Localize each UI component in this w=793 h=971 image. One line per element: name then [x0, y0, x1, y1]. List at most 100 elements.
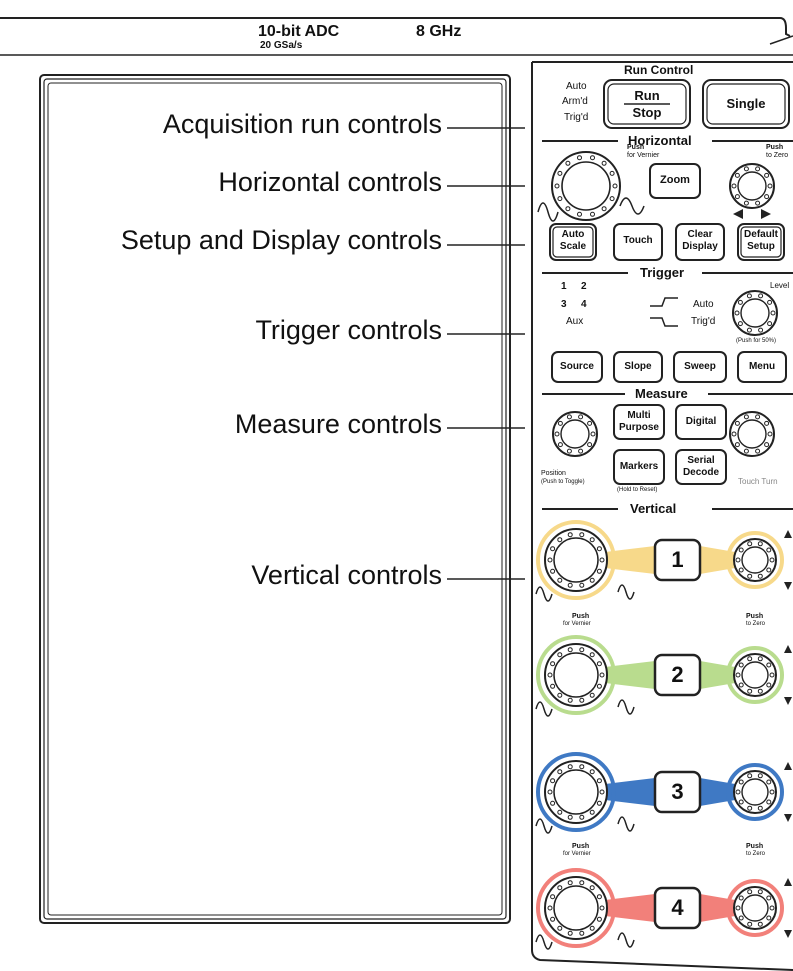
measure-title: Measure: [635, 386, 688, 401]
channel-number-label: 4: [671, 895, 684, 920]
decode-label: Decode: [682, 467, 720, 478]
control-panel-outline: [531, 61, 793, 971]
channel-2-button[interactable]: 2: [655, 655, 700, 695]
digital-button[interactable]: Digital: [676, 405, 726, 439]
trigger-source-1: 1: [561, 281, 567, 292]
stop-label: Stop: [632, 105, 662, 120]
source-button[interactable]: Source: [552, 352, 602, 382]
channel-1-position-knob[interactable]: [734, 539, 776, 581]
push-zero-label: Push: [766, 144, 784, 151]
to-zero-3: to Zero: [746, 851, 766, 857]
leader-lines: [447, 127, 525, 580]
channel-3-controls: [535, 752, 792, 834]
horizontal-title: Horizontal: [628, 133, 692, 148]
push-to-toggle-label: (Push to Toggle): [541, 479, 585, 485]
touch-turn-label: Touch Turn: [738, 477, 778, 486]
channel-4-button[interactable]: 4: [655, 888, 700, 928]
channel-3-button[interactable]: 3: [655, 772, 700, 812]
channel-4-position-knob[interactable]: [734, 887, 776, 929]
multi-purpose-button[interactable]: Multi Purpose: [614, 405, 664, 439]
to-zero-label: to Zero: [766, 152, 789, 159]
run-control-title: Run Control: [624, 63, 694, 77]
clear-display-button[interactable]: Clear Display: [676, 224, 724, 260]
slope-label: Slope: [624, 361, 652, 372]
callout-vertical: Vertical controls: [251, 560, 442, 590]
single-label: Single: [726, 96, 766, 111]
push-vernier-label: Push: [627, 144, 645, 151]
callout-measure: Measure controls: [234, 409, 442, 439]
clear-label: Clear: [687, 229, 713, 240]
channel-number-label: 3: [671, 779, 684, 804]
channel-1-button[interactable]: 1: [655, 540, 700, 580]
adc-label: 10-bit ADC: [258, 23, 340, 40]
sweep-button[interactable]: Sweep: [674, 352, 726, 382]
bandwidth-label: 8 GHz: [416, 23, 462, 40]
for-vernier-3: for Vernier: [563, 851, 591, 857]
touch-label: Touch: [623, 235, 653, 246]
zoom-button[interactable]: Zoom: [650, 164, 700, 198]
markers-button[interactable]: Markers: [614, 450, 664, 484]
channel-2-controls: [535, 635, 792, 717]
channel-1-controls: [535, 520, 792, 602]
channel-3-scale-knob[interactable]: [545, 761, 607, 823]
vertical-title: Vertical: [630, 501, 677, 516]
channel-4-scale-knob[interactable]: [545, 877, 607, 939]
horizontal-scale-knob[interactable]: [552, 152, 620, 220]
trigger-level-label: Level: [770, 281, 790, 290]
trigger-source-aux: Aux: [566, 316, 584, 327]
trigger-mode-trigd: Trig'd: [691, 316, 716, 327]
single-button[interactable]: Single: [703, 80, 789, 128]
push-zero-1: Push: [746, 613, 764, 620]
knob-grip-ticks: [547, 155, 776, 936]
push-zero-3: Push: [746, 843, 764, 850]
callout-setup-display: Setup and Display controls: [120, 225, 442, 255]
auto-scale-label-1: Auto: [561, 229, 585, 240]
serial-decode-button[interactable]: Serial Decode: [676, 450, 726, 484]
hold-to-reset-label: (Hold to Reset): [617, 487, 658, 493]
screen-frame: [39, 74, 511, 924]
for-vernier-1: for Vernier: [563, 621, 591, 627]
channel-3-position-knob[interactable]: [734, 771, 776, 813]
trigger-level-knob[interactable]: [733, 291, 777, 335]
auto-scale-button[interactable]: Auto Scale: [550, 224, 596, 260]
channel-2-scale-knob[interactable]: [545, 644, 607, 706]
callout-trigger: Trigger controls: [255, 315, 442, 345]
push-for-50-label: (Push for 50%): [736, 338, 777, 344]
callout-acquisition-run: Acquisition run controls: [162, 109, 442, 139]
channel-number-label: 1: [671, 547, 684, 572]
touch-button[interactable]: Touch: [614, 224, 662, 260]
channel-1-scale-knob[interactable]: [545, 529, 607, 591]
channel-2-position-knob[interactable]: [734, 654, 776, 696]
default-label: Default: [744, 229, 778, 240]
channel-4-controls: [535, 868, 792, 950]
status-auto: Auto: [566, 81, 587, 92]
trigger-buttons: [551, 351, 787, 383]
vertical-channels: [535, 520, 792, 950]
purpose-label: Purpose: [618, 422, 659, 433]
sample-rate-label: 20 GSa/s: [260, 40, 303, 51]
zoom-label: Zoom: [660, 174, 690, 186]
status-armd: Arm'd: [562, 96, 588, 107]
source-label: Source: [560, 361, 594, 372]
measure-position-knob[interactable]: [553, 412, 597, 456]
run-stop-button[interactable]: Run Stop: [604, 80, 690, 128]
menu-button[interactable]: Menu: [738, 352, 786, 382]
multi-label: Multi: [627, 410, 651, 421]
push-vernier-3: Push: [572, 843, 590, 850]
slope-button[interactable]: Slope: [614, 352, 662, 382]
touch-turn-knob[interactable]: [730, 412, 774, 456]
default-setup-button[interactable]: Default Setup: [738, 224, 784, 260]
trigger-title: Trigger: [640, 265, 685, 280]
run-label: Run: [634, 88, 660, 103]
trigger-source-3: 3: [561, 299, 567, 310]
status-trigd: Trig'd: [564, 112, 589, 123]
horizontal-position-knob[interactable]: [730, 164, 774, 208]
horizontal-knobs: [537, 151, 775, 222]
trigger-mode-auto: Auto: [693, 299, 714, 310]
position-label: Position: [541, 470, 566, 477]
callout-horizontal: Horizontal controls: [218, 167, 442, 197]
push-vernier-1: Push: [572, 613, 590, 620]
sweep-label: Sweep: [684, 361, 716, 372]
